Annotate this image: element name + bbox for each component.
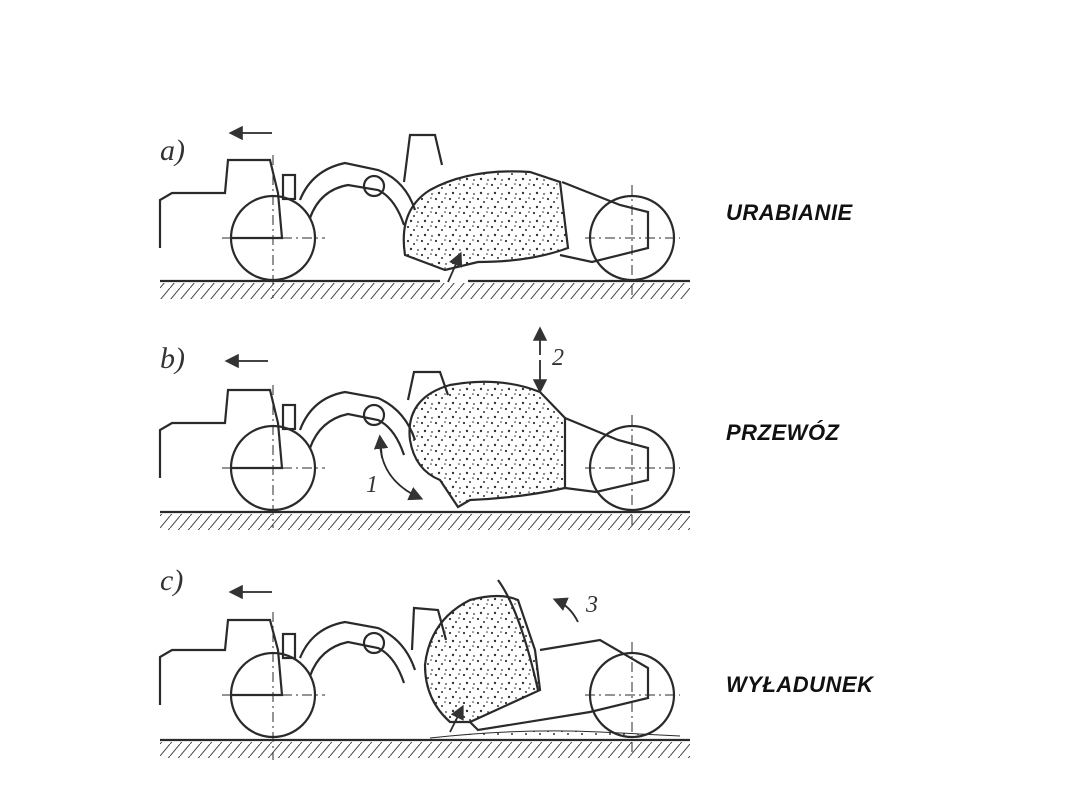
ground-hatch-c xyxy=(160,742,690,758)
gooseneck-inner-b xyxy=(308,412,406,456)
panel-a-letter: a) xyxy=(160,134,185,167)
tractor-cab-c xyxy=(158,618,284,705)
spread-soil-c xyxy=(429,730,681,739)
pivot-b xyxy=(362,403,386,427)
bowl-tail-c xyxy=(469,638,650,732)
bowl-soil-b xyxy=(408,380,567,509)
apron-b xyxy=(406,370,450,401)
panel-b: b) 1 2 xyxy=(158,326,690,530)
gooseneck-inner-c xyxy=(308,640,406,684)
pivot-a xyxy=(362,174,386,198)
ground-hatch-a xyxy=(160,283,690,299)
gooseneck-a xyxy=(298,161,417,211)
pivot-c xyxy=(362,631,386,655)
gooseneck-inner-a xyxy=(308,183,406,226)
arrow-number-1: 1 xyxy=(366,472,378,498)
panel-c: c) 3 xyxy=(158,564,690,760)
panel-a: a) xyxy=(158,125,690,299)
hitch-post-c xyxy=(281,632,297,660)
bowl-tail-a xyxy=(559,180,650,264)
gooseneck-b xyxy=(298,390,417,441)
arrow-number-2: 2 xyxy=(552,345,564,371)
panel-c-letter: c) xyxy=(160,564,183,597)
panel-b-letter: b) xyxy=(160,342,185,375)
ground-hatch-b xyxy=(160,514,690,530)
label-przewoz: PRZEWÓZ xyxy=(726,420,840,445)
unload-arrow-c xyxy=(449,704,464,733)
label-wyladunek: WYŁADUNEK xyxy=(726,672,874,697)
ejector-c xyxy=(497,579,540,691)
apron-a xyxy=(402,133,444,183)
tractor-cab-a xyxy=(158,158,284,248)
hitch-post-b xyxy=(281,403,297,431)
bowl-soil-a xyxy=(402,170,570,272)
label-urabianie: URABIANIE xyxy=(726,200,853,225)
arrow-number-3: 3 xyxy=(585,592,598,618)
apron-arrow-1-start xyxy=(373,434,389,459)
bowl-soil-c xyxy=(423,594,542,724)
hitch-post-a xyxy=(281,173,297,201)
cutting-arrow-a xyxy=(447,251,463,283)
tractor-cab-b xyxy=(158,388,284,478)
gooseneck-c xyxy=(298,620,417,671)
bowl-tail-b xyxy=(564,416,650,494)
ejector-arrow-3 xyxy=(552,597,579,623)
